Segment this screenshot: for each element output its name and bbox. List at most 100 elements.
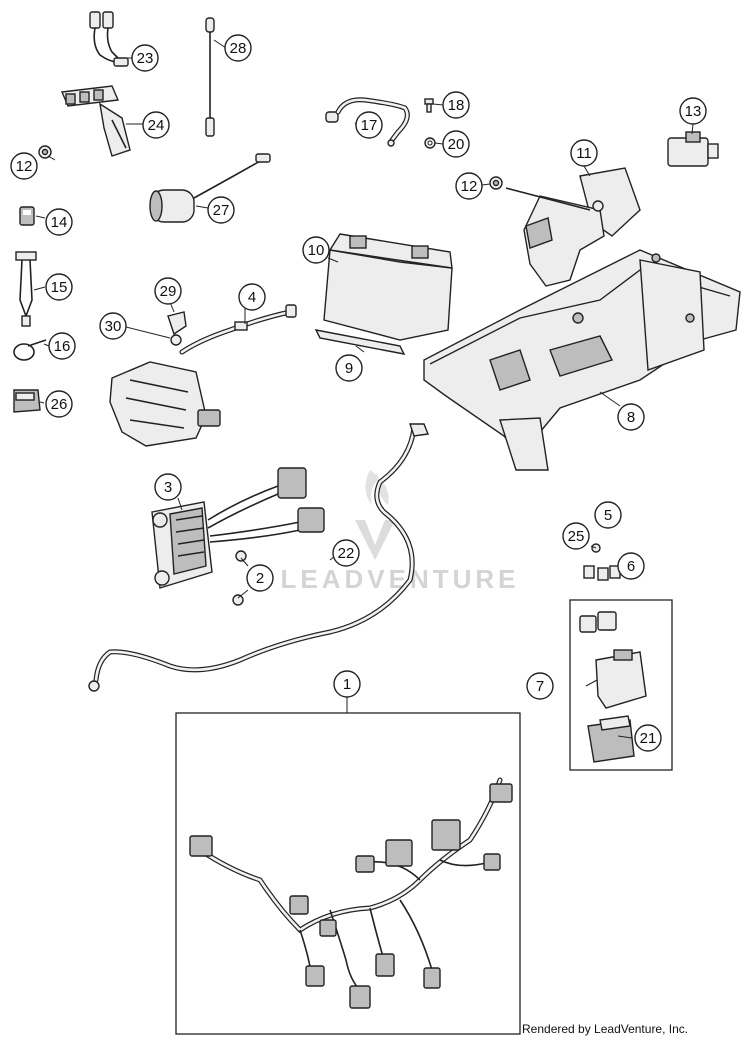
- callout-25[interactable]: 25: [562, 522, 590, 550]
- part-fuse-14[interactable]: [19, 206, 35, 226]
- callout-4[interactable]: 4: [238, 283, 266, 311]
- callout-2[interactable]: 2: [246, 564, 274, 592]
- callout-30[interactable]: 30: [99, 312, 127, 340]
- part-washer-20[interactable]: [424, 137, 436, 149]
- svg-text:9: 9: [345, 360, 353, 377]
- part-bolt-2b[interactable]: [232, 594, 244, 606]
- svg-text:27: 27: [213, 202, 230, 219]
- svg-text:7: 7: [536, 678, 544, 695]
- callout-20[interactable]: 20: [442, 130, 470, 158]
- svg-text:2: 2: [256, 570, 264, 587]
- svg-text:3: 3: [164, 479, 172, 496]
- part-battery-box[interactable]: [423, 249, 741, 471]
- part-bolt-2a[interactable]: [235, 550, 247, 562]
- svg-text:15: 15: [51, 279, 68, 296]
- callout-6[interactable]: 6: [617, 552, 645, 580]
- callout-17[interactable]: 17: [355, 111, 383, 139]
- svg-text:1: 1: [343, 676, 351, 693]
- callout-11[interactable]: 11: [570, 139, 598, 167]
- callout-12a[interactable]: 12: [10, 152, 38, 180]
- callout-27[interactable]: 27: [207, 196, 235, 224]
- callout-29[interactable]: 29: [154, 277, 182, 305]
- callout-7[interactable]: 7: [526, 672, 554, 700]
- watermark: LEADVENTURE: [280, 470, 519, 594]
- callout-1[interactable]: 1: [333, 670, 361, 698]
- svg-text:12: 12: [16, 158, 33, 175]
- part-battery-pad[interactable]: [314, 329, 406, 355]
- svg-text:29: 29: [160, 283, 177, 300]
- part-cable-tie-16[interactable]: [13, 339, 47, 361]
- svg-text:16: 16: [54, 338, 71, 355]
- part-group-box-harness: [175, 712, 521, 1035]
- callout-5[interactable]: 5: [594, 501, 622, 529]
- callout-16[interactable]: 16: [48, 332, 76, 360]
- svg-text:8: 8: [627, 409, 635, 426]
- callout-23[interactable]: 23: [131, 44, 159, 72]
- watermark-logo: [355, 520, 395, 560]
- part-bolt-18[interactable]: [424, 98, 434, 113]
- callout-8[interactable]: 8: [617, 403, 645, 431]
- svg-text:13: 13: [685, 103, 702, 120]
- part-boot-29[interactable]: [167, 311, 187, 336]
- svg-text:14: 14: [51, 214, 68, 231]
- watermark-text: LEADVENTURE: [280, 564, 519, 594]
- part-horn[interactable]: [149, 153, 271, 223]
- callout-10[interactable]: 10: [302, 236, 330, 264]
- svg-text:22: 22: [338, 545, 355, 562]
- callout-3[interactable]: 3: [154, 473, 182, 501]
- part-group-box-7: [569, 599, 673, 771]
- part-nut-30[interactable]: [170, 334, 182, 346]
- svg-text:4: 4: [248, 289, 256, 306]
- part-battery-cable[interactable]: [325, 97, 410, 147]
- callouts: 1 2 3 4 5 6 7 8 9 10 11 12 12 13 14 15 1…: [10, 34, 707, 752]
- callout-15[interactable]: 15: [45, 273, 73, 301]
- part-wiring-harness[interactable]: [189, 777, 513, 1009]
- callout-18[interactable]: 18: [442, 91, 470, 119]
- svg-text:12: 12: [461, 178, 478, 195]
- svg-text:17: 17: [361, 117, 378, 134]
- callout-22[interactable]: 22: [332, 539, 360, 567]
- callout-9[interactable]: 9: [335, 354, 363, 382]
- part-nut-right[interactable]: [489, 176, 503, 190]
- part-battery[interactable]: [323, 233, 453, 341]
- part-cable-mount-15[interactable]: [15, 251, 37, 327]
- svg-text:6: 6: [627, 558, 635, 575]
- part-relay-holder[interactable]: [60, 85, 131, 157]
- svg-text:18: 18: [448, 97, 465, 114]
- svg-text:26: 26: [51, 396, 68, 413]
- svg-text:24: 24: [148, 117, 165, 134]
- callout-13[interactable]: 13: [679, 97, 707, 125]
- svg-text:5: 5: [604, 507, 612, 524]
- svg-text:11: 11: [576, 145, 592, 162]
- part-long-cable[interactable]: [205, 17, 215, 137]
- part-cap-nut-left[interactable]: [38, 145, 52, 159]
- part-starter-motor[interactable]: [109, 361, 221, 447]
- credit-text: Rendered by LeadVenture, Inc.: [522, 1022, 689, 1036]
- part-relay-cover-21[interactable]: [587, 715, 635, 763]
- watermark-flame: [365, 470, 389, 505]
- part-control-unit[interactable]: [505, 167, 641, 287]
- svg-text:25: 25: [568, 528, 585, 545]
- svg-text:10: 10: [308, 242, 325, 259]
- part-cap-26[interactable]: [13, 389, 41, 413]
- part-regulator[interactable]: [151, 467, 325, 589]
- part-starter-relay[interactable]: [579, 611, 647, 709]
- callout-24[interactable]: 24: [142, 111, 170, 139]
- callout-26[interactable]: 26: [45, 390, 73, 418]
- part-starter-cable[interactable]: [179, 304, 297, 355]
- part-fuse-6[interactable]: [583, 565, 621, 581]
- callout-28[interactable]: 28: [224, 34, 252, 62]
- svg-text:21: 21: [640, 730, 657, 747]
- leader-lines: [33, 39, 694, 739]
- part-connector-cable[interactable]: [89, 11, 129, 67]
- svg-text:20: 20: [448, 136, 465, 153]
- callout-12b[interactable]: 12: [455, 172, 483, 200]
- callout-14[interactable]: 14: [45, 208, 73, 236]
- svg-text:23: 23: [137, 50, 154, 67]
- svg-text:30: 30: [105, 318, 122, 335]
- svg-text:28: 28: [230, 40, 247, 57]
- callout-21[interactable]: 21: [634, 724, 662, 752]
- part-relay-13[interactable]: [667, 131, 719, 167]
- part-ground-cable[interactable]: [88, 423, 429, 692]
